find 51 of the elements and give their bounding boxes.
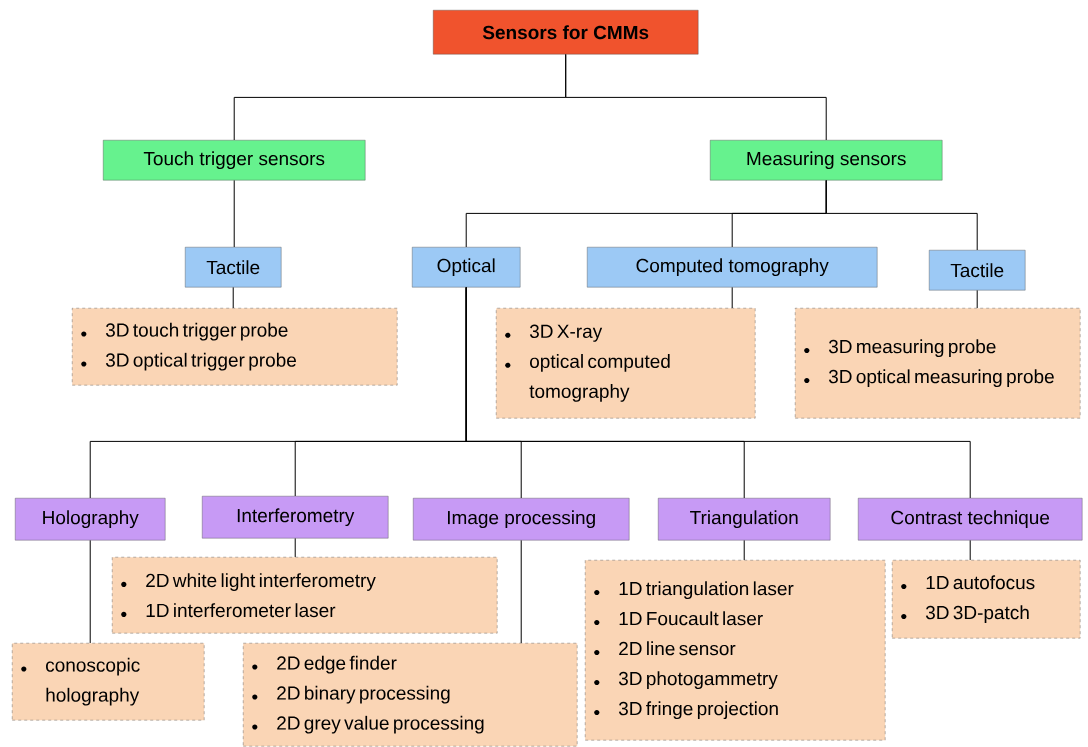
list-item: 3D optical trigger probe: [105, 352, 296, 371]
list-item: 2D line sensor: [619, 641, 736, 656]
sensor-box: Tactile: [185, 247, 282, 288]
list-item: 1D triangulation laser: [619, 581, 794, 600]
category-box: Measuring sensors: [710, 140, 943, 181]
technique-box: Image processing: [413, 498, 630, 541]
list-item: 2D white light interferometry: [146, 573, 376, 591]
list-item: optical computed tomography: [529, 354, 670, 402]
list-item: 3D X-ray: [529, 324, 603, 342]
list-item: 2D grey value processing: [277, 715, 484, 734]
connector-line: [294, 537, 296, 558]
connector-line: [743, 539, 745, 561]
sensor-box: Tactile: [929, 250, 1026, 291]
connector-line: [520, 539, 522, 644]
connector-line: [969, 539, 971, 561]
technique-box: Interferometry: [202, 496, 389, 539]
connector-line: [565, 53, 827, 141]
list-item: conoscopic holography: [46, 657, 140, 706]
list-box: [585, 560, 886, 741]
connector-line: [825, 179, 978, 251]
list-box: [12, 643, 205, 721]
sensor-box: Computed tomography: [587, 247, 878, 288]
list-item: 2D binary processing: [277, 685, 450, 704]
list-item: 3D touch trigger probe: [105, 322, 288, 341]
list-item: 1D interferometer laser: [146, 603, 336, 618]
list-box: [243, 643, 578, 747]
connector-line: [465, 286, 971, 499]
connector-line: [232, 286, 234, 309]
list-box: [795, 308, 1081, 419]
list-item: 2D edge finder: [277, 655, 397, 674]
list-item: 3D photogammetry: [618, 671, 778, 690]
list-box: [892, 560, 1081, 639]
list-item: 3D 3D-patch: [925, 605, 1029, 624]
category-box: Touch trigger sensors: [103, 140, 366, 181]
list-item: 3D optical measuring probe: [828, 369, 1054, 388]
list-item: 1D autofocus: [926, 575, 1035, 590]
technique-box: Contrast technique: [858, 498, 1083, 541]
connector-line: [731, 286, 733, 309]
title-box: Sensors for CMMs: [433, 10, 699, 55]
sensor-box: Optical: [412, 247, 521, 288]
connector-line: [233, 179, 235, 248]
list-box: [72, 308, 398, 386]
list-item: 3D measuring probe: [828, 339, 996, 358]
list-box: [112, 557, 498, 634]
list-box: [496, 308, 756, 419]
technique-box: Triangulation: [658, 498, 831, 541]
list-item: 1D Foucault laser: [619, 611, 763, 626]
connector-line: [976, 289, 978, 309]
list-item: 3D fringe projection: [618, 701, 778, 720]
connector-line: [89, 539, 91, 644]
technique-box: Holography: [15, 498, 166, 541]
